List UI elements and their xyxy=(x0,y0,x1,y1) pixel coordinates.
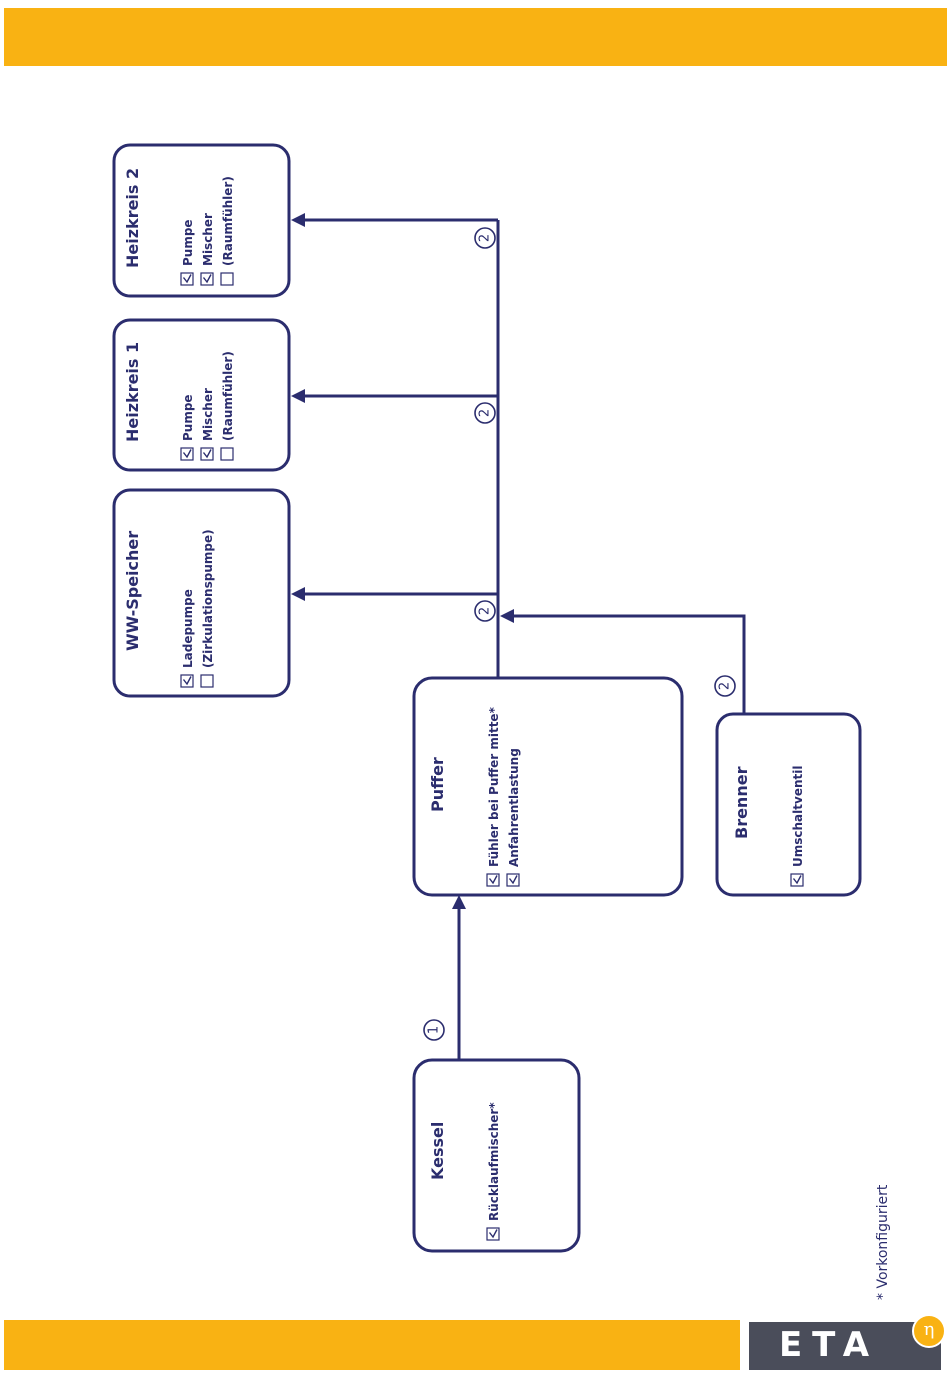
heizkreis1-title: Heizkreis 1 xyxy=(123,342,142,442)
heizkreis2-item-label: (Raumfühler) xyxy=(221,176,235,266)
puffer-item-0: Fühler bei Puffer mitte* xyxy=(487,706,501,886)
heizkreis2-item-1: Mischer xyxy=(201,213,215,285)
arrow-hk2 xyxy=(291,213,305,227)
arrow-hk1 xyxy=(291,389,305,403)
puffer-title: Puffer xyxy=(428,757,447,812)
box-puffer: Puffer Fühler bei Puffer mitte* Anfahren… xyxy=(414,678,682,895)
heizkreis1-item-label: Mischer xyxy=(201,388,215,441)
connector-kessel-puffer-label: 1 xyxy=(427,1026,442,1034)
checkbox-icon xyxy=(221,273,233,285)
ww-item-1: (Zirkulationspumpe) xyxy=(201,529,215,687)
box-kessel: Kessel Rücklaufmischer* xyxy=(414,1060,579,1251)
puffer-item-label: Fühler bei Puffer mitte* xyxy=(487,706,501,867)
box-ww-speicher: WW-Speicher Ladepumpe (Zirkulationspumpe… xyxy=(114,490,289,696)
box-brenner: Brenner Umschaltventil xyxy=(717,714,860,895)
footnote: * Vorkonfiguriert xyxy=(875,1184,891,1300)
ww-item-label: (Zirkulationspumpe) xyxy=(201,529,215,668)
connector-kessel-puffer: 1 xyxy=(424,1020,444,1040)
connector-brenner-label: 2 xyxy=(718,682,733,690)
heizkreis2-title: Heizkreis 2 xyxy=(123,168,142,268)
box-heizkreis1: Heizkreis 1 Pumpe Mischer (Raumfühler) xyxy=(114,320,289,470)
heizkreis2-item-label: Mischer xyxy=(201,213,215,266)
brenner-item-label: Umschaltventil xyxy=(791,766,805,867)
kessel-item-0: Rücklaufmischer* xyxy=(487,1102,501,1240)
checkbox-icon xyxy=(201,675,213,687)
connector-ww-label: 2 xyxy=(478,607,493,615)
connector-ww: 2 xyxy=(475,601,495,621)
arrow-brenner xyxy=(500,609,514,623)
puffer-item-1: Anfahrentlastung xyxy=(507,748,521,886)
heizkreis1-item-1: Mischer xyxy=(201,388,215,460)
brenner-title: Brenner xyxy=(732,766,751,839)
heizkreis2-item-label: Pumpe xyxy=(181,219,195,266)
connector-hk1-label: 2 xyxy=(478,409,493,417)
heizkreis1-item-label: (Raumfühler) xyxy=(221,351,235,441)
ww-title: WW-Speicher xyxy=(123,531,142,651)
kessel-item-label: Rücklaufmischer* xyxy=(487,1102,501,1221)
connector-hk2-label: 2 xyxy=(478,234,493,242)
brenner-item-0: Umschaltventil xyxy=(791,766,805,886)
connector-hk2: 2 xyxy=(475,228,495,248)
arrow-kessel xyxy=(452,895,466,909)
heizkreis2-item-0: Pumpe xyxy=(181,219,195,285)
arrow-ww xyxy=(291,587,305,601)
puffer-item-label: Anfahrentlastung xyxy=(507,748,521,867)
box-heizkreis2: Heizkreis 2 Pumpe Mischer (Raumfühler) xyxy=(114,145,289,296)
logo-text: ETA xyxy=(749,1325,909,1365)
eta-symbol-icon: η xyxy=(912,1314,946,1348)
ww-item-label: Ladepumpe xyxy=(181,589,195,668)
heizkreis1-item-0: Pumpe xyxy=(181,394,195,460)
kessel-title: Kessel xyxy=(428,1122,447,1180)
checkbox-icon xyxy=(221,448,233,460)
heizkreis1-item-label: Pumpe xyxy=(181,394,195,441)
connector-hk1: 2 xyxy=(475,403,495,423)
connector-brenner: 2 xyxy=(715,676,735,696)
